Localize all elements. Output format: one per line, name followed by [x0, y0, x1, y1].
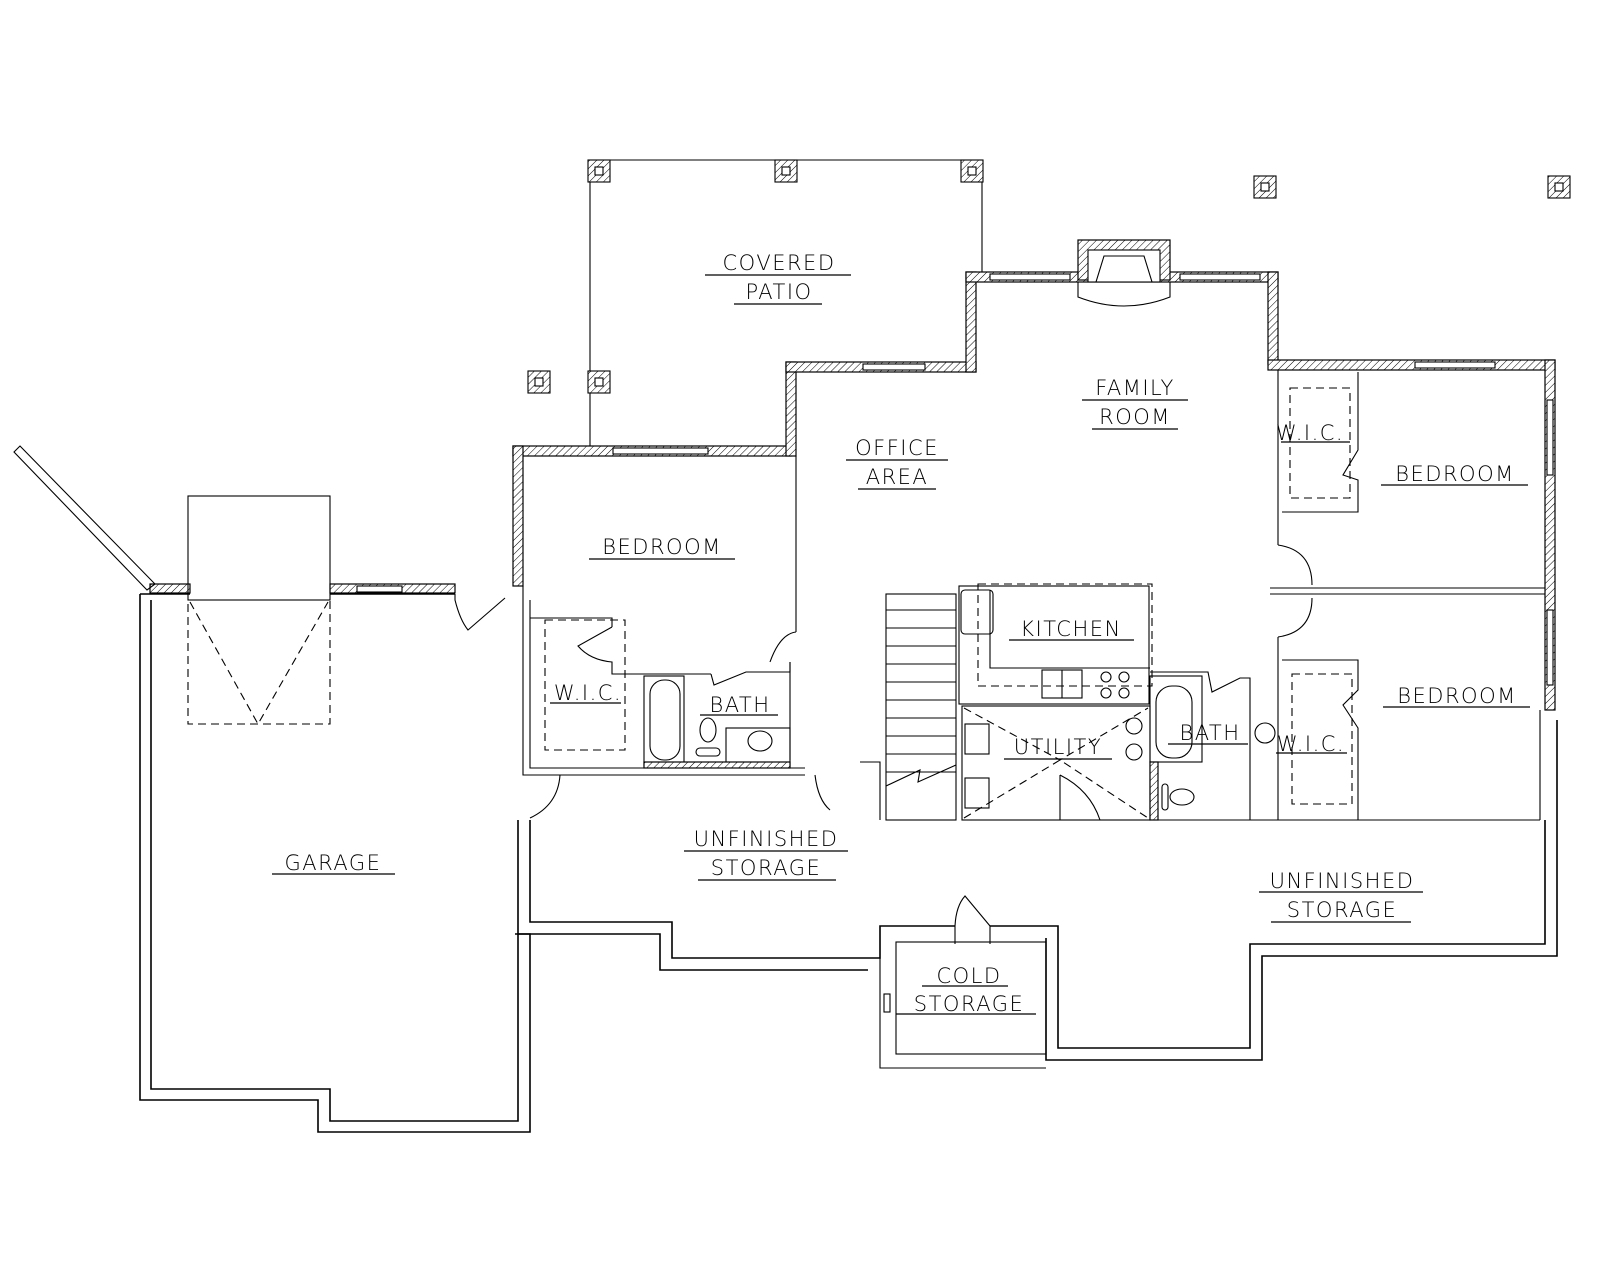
svg-text:STORAGE: STORAGE — [1287, 898, 1397, 922]
post-icon — [587, 159, 611, 183]
label-bath-east: BATH — [1168, 721, 1248, 745]
label-wic-west: W.I.C. — [550, 681, 622, 705]
svg-text:AREA: AREA — [866, 465, 929, 489]
label-kitchen: KITCHEN — [1009, 617, 1134, 641]
label-family-room: FAMILY ROOM — [1082, 376, 1188, 430]
svg-text:ROOM: ROOM — [1099, 405, 1171, 429]
post-icon — [1547, 175, 1571, 199]
svg-text:PATIO: PATIO — [745, 280, 812, 304]
label-bedroom-west: BEDROOM — [589, 535, 735, 560]
garage-walls — [13, 445, 531, 1133]
svg-text:BEDROOM: BEDROOM — [1397, 684, 1516, 708]
svg-text:W.I.C.: W.I.C. — [554, 681, 622, 705]
label-garage: GARAGE — [272, 851, 395, 875]
svg-text:STORAGE: STORAGE — [914, 992, 1024, 1016]
label-bedroom-east-upper: BEDROOM — [1381, 462, 1528, 486]
label-utility: UTILITY — [1004, 735, 1112, 760]
svg-text:BEDROOM: BEDROOM — [1395, 462, 1514, 486]
label-wic-east-lower: W.I.C. — [1276, 732, 1347, 756]
svg-text:GARAGE: GARAGE — [285, 851, 382, 875]
east-bedroom-walls — [1270, 370, 1545, 820]
label-office-area: OFFICE AREA — [846, 436, 948, 490]
svg-text:COLD: COLD — [936, 964, 1001, 988]
exterior-walls — [149, 239, 1556, 711]
svg-text:BATH: BATH — [1179, 721, 1240, 745]
label-wic-east-upper: W.I.C. — [1276, 421, 1350, 445]
patio-posts — [527, 159, 1571, 394]
post-icon — [960, 159, 984, 183]
svg-text:UNFINISHED: UNFINISHED — [1270, 869, 1415, 893]
west-wing-walls — [522, 456, 831, 819]
svg-text:W.I.C.: W.I.C. — [1276, 421, 1344, 445]
storage-walls — [518, 720, 1558, 1069]
label-unfinished-storage-west: UNFINISHED STORAGE — [684, 827, 848, 881]
room-labels: COVERED PATIO FAMILY ROOM OFFICE AREA BE… — [272, 251, 1530, 1016]
svg-text:FAMILY: FAMILY — [1095, 376, 1175, 400]
svg-text:OFFICE: OFFICE — [855, 436, 939, 460]
svg-text:UTILITY: UTILITY — [1014, 735, 1102, 759]
svg-text:UNFINISHED: UNFINISHED — [694, 827, 839, 851]
label-cold-storage: COLD STORAGE — [896, 964, 1036, 1016]
post-icon — [1253, 175, 1277, 199]
svg-text:W.I.C.: W.I.C. — [1277, 732, 1345, 756]
kitchen-utility-walls — [958, 583, 1540, 821]
label-covered-patio: COVERED PATIO — [705, 251, 851, 305]
post-icon — [587, 370, 611, 394]
svg-text:COVERED: COVERED — [723, 251, 836, 275]
svg-text:BATH: BATH — [709, 693, 770, 717]
svg-text:BEDROOM: BEDROOM — [602, 535, 721, 559]
post-icon — [774, 159, 798, 183]
stairs — [860, 593, 957, 821]
svg-text:STORAGE: STORAGE — [711, 856, 821, 880]
label-bath-west: BATH — [700, 693, 778, 717]
post-icon — [527, 370, 551, 394]
svg-text:KITCHEN: KITCHEN — [1020, 617, 1122, 641]
label-bedroom-east-lower: BEDROOM — [1383, 684, 1530, 708]
label-unfinished-storage-east: UNFINISHED STORAGE — [1259, 869, 1423, 923]
